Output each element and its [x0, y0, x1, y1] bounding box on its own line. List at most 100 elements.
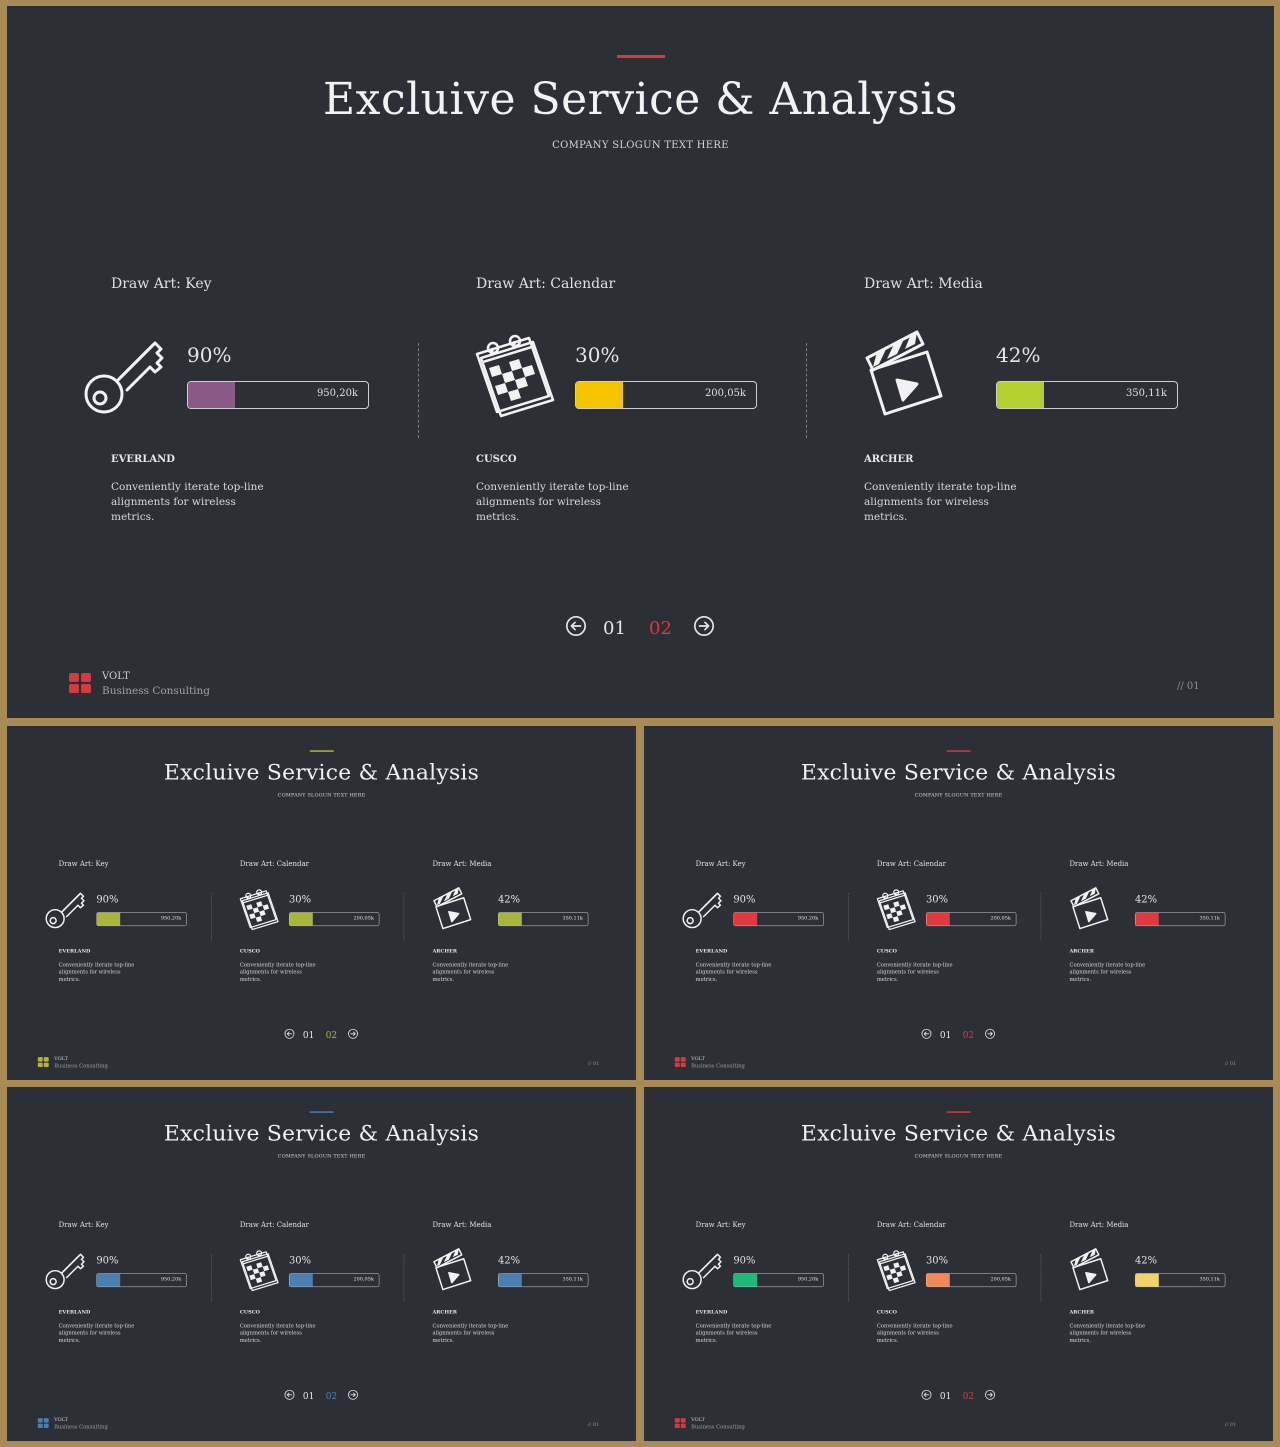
arrow-left-circle-icon[interactable]	[284, 1389, 295, 1400]
percent-media: 42%	[497, 893, 521, 906]
page-02-link[interactable]: 02	[325, 1029, 338, 1041]
page-01-link[interactable]: 01	[603, 618, 626, 639]
page-01-link[interactable]: 01	[302, 1390, 315, 1402]
item-name-media: ARCHER	[1069, 948, 1094, 954]
item-name-calendar: CUSCO	[876, 1309, 897, 1315]
slide-content: Excluive Service & Analysis COMPANY SLOG…	[7, 1087, 636, 1440]
progress-bar-key: 950,20k	[733, 1273, 824, 1288]
page-reference: // 01	[1224, 1422, 1237, 1428]
item-desc-calendar: Conveniently iterate top-line alignments…	[476, 481, 629, 523]
item-name-media: ARCHER	[432, 948, 457, 954]
bar-value-calendar: 200,05k	[353, 915, 374, 922]
page-02-link[interactable]: 02	[962, 1029, 975, 1041]
page-01-link[interactable]: 01	[302, 1029, 315, 1041]
clapperboard-icon	[859, 322, 955, 418]
page-title: Excluive Service & Analysis	[800, 759, 1117, 786]
item-label-key: Draw Art: Key	[111, 276, 212, 292]
bar-value-media: 350,11k	[562, 915, 583, 922]
arrow-right-circle-icon[interactable]	[693, 615, 715, 637]
item-label-media: Draw Art: Media	[432, 860, 492, 868]
page-01-link[interactable]: 01	[939, 1029, 952, 1041]
progress-bar-key: 950,20k	[187, 381, 369, 409]
item-desc-calendar: Conveniently iterate top-line alignments…	[239, 1322, 316, 1344]
arrow-left-circle-icon[interactable]	[921, 1389, 932, 1400]
bar-value-calendar: 200,05k	[990, 915, 1011, 922]
item-label-media: Draw Art: Media	[1069, 860, 1129, 868]
divider	[418, 343, 419, 438]
item-desc-media: Conveniently iterate top-line alignments…	[432, 961, 509, 983]
accent-line	[617, 55, 665, 58]
slide: Excluive Service & Analysis COMPANY SLOG…	[644, 1087, 1273, 1441]
progress-fill-media	[1135, 912, 1159, 926]
progress-bar-key: 950,20k	[96, 1273, 187, 1288]
progress-fill-calendar	[576, 382, 623, 408]
accent-line	[946, 750, 971, 752]
key-icon	[42, 1247, 90, 1295]
page-02-link[interactable]: 02	[649, 618, 672, 639]
arrow-left-circle-icon[interactable]	[284, 1028, 295, 1039]
item-label-calendar: Draw Art: Calendar	[876, 860, 946, 868]
brand-subtitle: Business Consulting	[691, 1063, 745, 1070]
item-desc-calendar: Conveniently iterate top-line alignments…	[876, 1322, 953, 1344]
arrow-right-circle-icon[interactable]	[985, 1028, 996, 1039]
logo-icon	[674, 1057, 686, 1068]
page-01-link[interactable]: 01	[939, 1390, 952, 1402]
accent-line	[946, 1111, 971, 1113]
progress-fill-key	[188, 382, 235, 408]
bar-value-media: 350,11k	[1199, 915, 1220, 922]
item-label-media: Draw Art: Media	[1069, 1221, 1129, 1229]
bar-value-media: 350,11k	[562, 1276, 583, 1283]
brand-name: VOLT	[691, 1417, 705, 1423]
progress-fill-calendar	[926, 1273, 950, 1287]
brand-subtitle: Business Consulting	[54, 1424, 108, 1431]
clapperboard-icon	[1067, 1244, 1115, 1292]
brand-subtitle: Business Consulting	[691, 1424, 745, 1431]
arrow-left-circle-icon[interactable]	[565, 615, 587, 637]
progress-fill-key	[96, 1273, 121, 1287]
item-desc-media: Conveniently iterate top-line alignments…	[1069, 961, 1146, 983]
progress-fill-key	[733, 1273, 758, 1287]
page-02-link[interactable]: 02	[962, 1390, 975, 1402]
slide-content: Excluive Service & Analysis COMPANY SLOG…	[7, 6, 1274, 718]
slide-content: Excluive Service & Analysis COMPANY SLOG…	[644, 726, 1273, 1079]
percent-calendar: 30%	[925, 1254, 949, 1267]
page-02-link[interactable]: 02	[325, 1390, 338, 1402]
percent-calendar: 30%	[288, 1254, 312, 1267]
arrow-left-circle-icon[interactable]	[921, 1028, 932, 1039]
progress-bar-media: 350,11k	[1134, 912, 1226, 927]
item-label-calendar: Draw Art: Calendar	[876, 1221, 946, 1229]
slogan: COMPANY SLOGUN TEXT HERE	[914, 1153, 1003, 1159]
percent-key: 90%	[733, 893, 756, 906]
arrow-right-circle-icon[interactable]	[348, 1028, 359, 1039]
slogan: COMPANY SLOGUN TEXT HERE	[277, 1153, 366, 1159]
progress-fill-calendar	[289, 1273, 313, 1287]
slogan: COMPANY SLOGUN TEXT HERE	[552, 140, 729, 151]
item-label-media: Draw Art: Media	[864, 276, 983, 292]
percent-calendar: 30%	[288, 893, 312, 906]
item-label-key: Draw Art: Key	[58, 1221, 109, 1229]
item-name-calendar: CUSCO	[239, 1309, 260, 1315]
arrow-right-circle-icon[interactable]	[985, 1389, 996, 1400]
slide: Excluive Service & Analysis COMPANY SLOG…	[7, 6, 1274, 718]
percent-media: 42%	[996, 343, 1041, 367]
brand-name: VOLT	[54, 1056, 68, 1062]
calendar-icon	[873, 1245, 921, 1293]
progress-bar-calendar: 200,05k	[575, 381, 757, 409]
clapperboard-icon	[430, 883, 478, 931]
progress-bar-key: 950,20k	[96, 912, 187, 927]
bar-value-calendar: 200,05k	[990, 1276, 1011, 1283]
percent-key: 90%	[96, 893, 119, 906]
item-label-key: Draw Art: Key	[695, 1221, 746, 1229]
bar-value-key: 950,20k	[797, 1276, 819, 1283]
slide-content: Excluive Service & Analysis COMPANY SLOG…	[7, 726, 636, 1079]
item-desc-key: Conveniently iterate top-line alignments…	[58, 961, 135, 983]
bar-value-key: 950,20k	[797, 915, 819, 922]
progress-bar-key: 950,20k	[733, 912, 824, 927]
item-desc-media: Conveniently iterate top-line alignments…	[864, 481, 1017, 523]
percent-media: 42%	[1134, 893, 1158, 906]
arrow-right-circle-icon[interactable]	[348, 1389, 359, 1400]
progress-bar-media: 350,11k	[996, 381, 1178, 409]
brand-name: VOLT	[691, 1056, 705, 1062]
item-label-calendar: Draw Art: Calendar	[239, 860, 309, 868]
item-name-key: EVERLAND	[695, 948, 728, 954]
